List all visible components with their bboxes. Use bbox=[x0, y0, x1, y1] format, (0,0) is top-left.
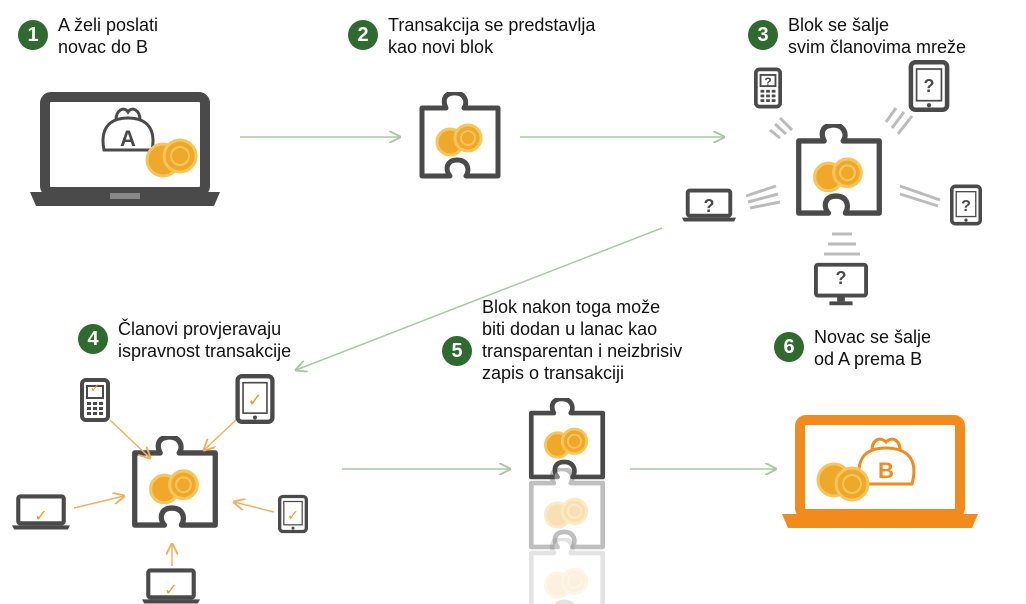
unknown-mark: ? bbox=[764, 75, 771, 89]
step-1-line-2: novac do B bbox=[58, 37, 149, 57]
step-6-badge: 6 bbox=[774, 332, 804, 362]
check-mark-icon: ✓ bbox=[90, 381, 100, 395]
wallet-letter-a: A bbox=[120, 126, 136, 151]
step-2: 2 Transakcija se predstavlja kao novi bl… bbox=[348, 14, 595, 58]
unknown-mark: ? bbox=[704, 196, 715, 216]
blockchain-chain bbox=[531, 399, 602, 604]
step-4-label: Članovi provjeravaju ispravnost transakc… bbox=[118, 318, 291, 362]
step-1-line-1: A želi poslati bbox=[58, 15, 159, 35]
step-1: 1 A želi poslati novac do B bbox=[18, 14, 158, 58]
step-5-line-3: transparentan i neizbrisiv bbox=[482, 341, 683, 361]
step-5-label: Blok nakon toga može biti dodan u lanac … bbox=[482, 296, 682, 384]
step-2-badge: 2 bbox=[348, 20, 378, 50]
step-4-line-2: ispravnost transakcije bbox=[118, 341, 292, 361]
check-mark-icon: ✓ bbox=[34, 506, 47, 525]
step-5-line-1: Blok nakon toga može bbox=[482, 297, 661, 317]
step-6-line-1: Novac se šalje bbox=[814, 327, 932, 347]
step-5: 5 Blok nakon toga može biti dodan u lana… bbox=[442, 296, 682, 384]
step-1-label: A želi poslati novac do B bbox=[58, 14, 158, 58]
step-3-badge: 3 bbox=[748, 20, 778, 50]
step-3-line-2: svim članovima mreže bbox=[788, 37, 967, 57]
step-5-line-4: zapis o transakciji bbox=[482, 363, 625, 383]
laptop-wallet-orange-icon: B bbox=[782, 415, 978, 528]
check-mark-icon: ✓ bbox=[247, 390, 262, 411]
network-block-puzzle-icon bbox=[799, 125, 880, 213]
wallet-letter-b: B bbox=[878, 458, 894, 483]
verifying-devices: ✓ ✓ ✓ ✓ ✓ bbox=[12, 376, 308, 603]
signal-waves bbox=[745, 107, 941, 256]
unknown-mark: ? bbox=[836, 268, 847, 288]
unknown-mark: ? bbox=[961, 198, 971, 215]
step-5-badge: 5 bbox=[442, 336, 472, 366]
laptop-wallet-icon: A bbox=[30, 92, 220, 206]
step-4: 4 Članovi provjeravaju ispravnost transa… bbox=[78, 318, 291, 362]
verify-block-puzzle-icon bbox=[135, 437, 216, 525]
step-1-badge: 1 bbox=[18, 20, 48, 50]
step-4-badge: 4 bbox=[78, 324, 108, 354]
step-6-line-2: od A prema B bbox=[814, 349, 923, 369]
step-3-label: Blok se šalje svim članovima mreže bbox=[788, 14, 966, 58]
check-mark-icon: ✓ bbox=[287, 508, 299, 524]
network-devices: ? ? ? ? ? bbox=[680, 62, 982, 308]
step-2-label: Transakcija se predstavlja kao novi blok bbox=[388, 14, 595, 58]
unknown-mark: ? bbox=[924, 76, 935, 96]
step-4-line-1: Članovi provjeravaju bbox=[118, 319, 282, 339]
check-mark-icon: ✓ bbox=[164, 580, 177, 599]
chain-block-puzzle-icon bbox=[531, 399, 602, 477]
step-6-label: Novac se šalje od A prema B bbox=[814, 326, 931, 370]
chain-block-faded-icon bbox=[531, 469, 602, 547]
step-2-line-2: kao novi blok bbox=[388, 37, 494, 57]
block-puzzle-icon bbox=[422, 93, 498, 176]
arrow-3-to-4 bbox=[296, 227, 663, 370]
step-6: 6 Novac se šalje od A prema B bbox=[774, 326, 931, 370]
step-3: 3 Blok se šalje svim članovima mreže bbox=[748, 14, 966, 58]
step-3-line-1: Blok se šalje bbox=[788, 15, 890, 35]
step-2-line-1: Transakcija se predstavlja bbox=[388, 15, 596, 35]
step-5-line-2: biti dodan u lanac kao bbox=[482, 319, 658, 339]
